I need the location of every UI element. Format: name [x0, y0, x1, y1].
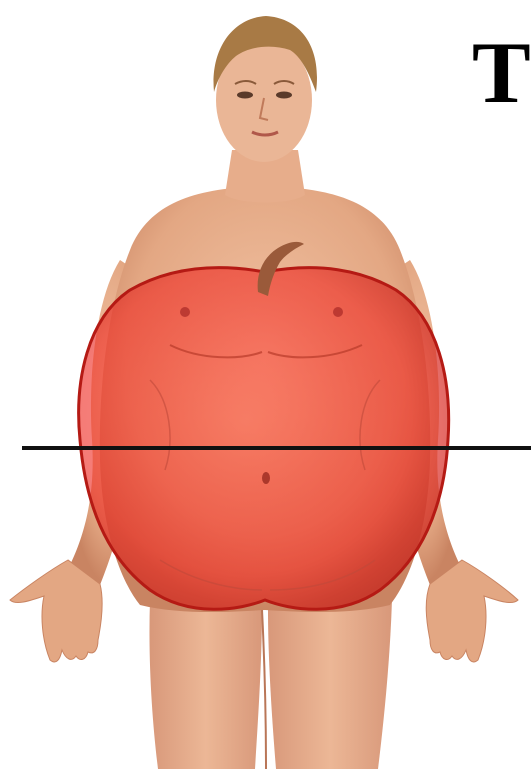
left-leg [149, 600, 262, 769]
left-hand [10, 560, 102, 662]
left-nipple [180, 307, 190, 317]
right-eye [276, 92, 292, 99]
heading-text: T [472, 30, 531, 118]
navel [262, 472, 270, 484]
head [214, 16, 317, 162]
legs [149, 600, 392, 769]
apple-shape [79, 268, 449, 610]
left-eye [237, 92, 253, 99]
right-nipple [333, 307, 343, 317]
right-leg [268, 600, 392, 769]
apple-overlay [79, 242, 449, 609]
